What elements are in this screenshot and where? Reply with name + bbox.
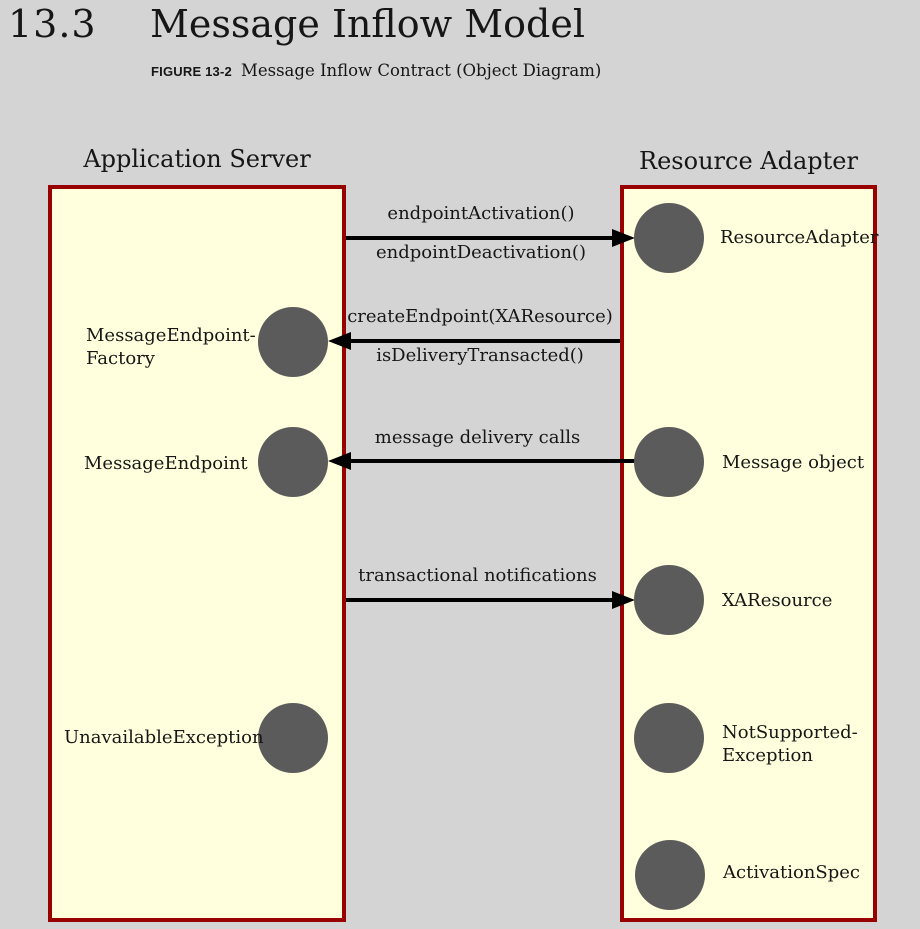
resource-adapter-box xyxy=(620,185,877,922)
activation-spec-label: ActivationSpec xyxy=(723,862,860,883)
xa-resource-circle xyxy=(634,565,704,635)
endpoint-deactivation-label: endpointDeactivation() xyxy=(376,242,586,263)
unavailable-exception-circle xyxy=(258,703,328,773)
not-supported-exception-label-line2: Exception xyxy=(722,745,813,766)
endpoint-activation-arrowhead-icon xyxy=(612,229,635,247)
not-supported-exception-label-line1: NotSupported- xyxy=(722,722,858,743)
xa-resource-label: XAResource xyxy=(722,590,833,611)
is-delivery-transacted-label: isDeliveryTransacted() xyxy=(376,345,584,366)
page-title: Message Inflow Model xyxy=(150,2,586,46)
create-endpoint-label: createEndpoint(XAResource) xyxy=(347,306,613,327)
message-delivery-arrow-line xyxy=(350,459,636,463)
unavailable-exception-label: UnavailableException xyxy=(64,727,264,748)
endpoint-activation-label: endpointActivation() xyxy=(387,203,575,224)
not-supported-exception-circle xyxy=(634,703,704,773)
message-endpoint-circle xyxy=(258,427,328,497)
transactional-notifications-label: transactional notifications xyxy=(358,565,597,586)
endpoint-activation-arrow-line xyxy=(346,236,614,240)
message-endpoint-factory-label-line1: MessageEndpoint- xyxy=(86,325,256,346)
not-supported-exception-label: NotSupported- Exception xyxy=(722,721,858,767)
section-number: 13.3 xyxy=(8,2,97,46)
resource-adapter-label: ResourceAdapter xyxy=(720,227,879,248)
figure-caption-text: Message Inflow Contract (Object Diagram) xyxy=(240,61,602,80)
message-delivery-label: message delivery calls xyxy=(374,427,581,448)
message-endpoint-factory-label-line2: Factory xyxy=(86,348,155,369)
message-endpoint-factory-label: MessageEndpoint- Factory xyxy=(86,324,256,370)
figure-caption: FIGURE 13-2 Message Inflow Contract (Obj… xyxy=(151,61,601,80)
activation-spec-circle xyxy=(635,840,705,910)
transactional-notifications-arrowhead-icon xyxy=(612,591,635,609)
message-object-circle xyxy=(634,427,704,497)
create-endpoint-arrowhead-icon xyxy=(328,332,351,350)
message-object-label: Message object xyxy=(722,452,865,473)
figure-number-label: FIGURE 13-2 xyxy=(151,64,232,79)
resource-adapter-title: Resource Adapter xyxy=(639,147,858,175)
transactional-notifications-arrow-line xyxy=(346,598,614,602)
application-server-box xyxy=(48,185,346,922)
message-endpoint-label: MessageEndpoint xyxy=(84,453,248,474)
message-delivery-arrowhead-icon xyxy=(328,452,351,470)
message-endpoint-factory-circle xyxy=(258,307,328,377)
resource-adapter-circle xyxy=(634,203,704,273)
create-endpoint-arrow-line xyxy=(350,339,620,343)
application-server-title: Application Server xyxy=(83,145,311,173)
